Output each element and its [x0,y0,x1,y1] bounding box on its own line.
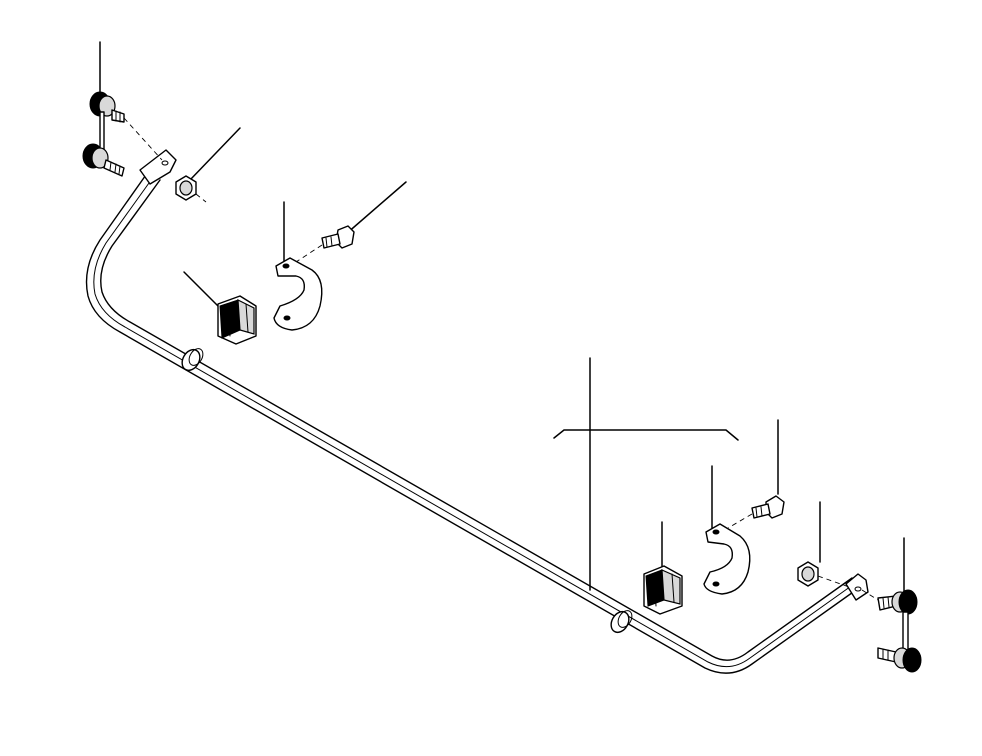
right-drop-link [877,537,922,673]
left-nut [175,127,241,201]
bar-ring-left [181,348,204,372]
right-clamp-bracket [703,465,751,595]
left-drop-link [82,41,125,177]
leader-line-left-bolt [345,181,407,235]
assembly-line-right-bolt [727,513,753,529]
left-bushing [183,271,257,345]
assembly-line-left-link [123,117,163,161]
group-leader [553,357,739,591]
left-clamp-bolt [321,181,407,249]
assembly-line-right-nut [817,575,853,589]
right-clamp-bolt [751,419,785,519]
leader-line-left-bushing [183,271,223,311]
bar-ring-right [610,610,633,634]
assembly-line-right-link [861,589,879,601]
assembly-line-left-nut [195,193,207,203]
bar-right-end [845,573,869,601]
right-nut [797,501,821,587]
stabilizer-bar [85,171,857,674]
leader-line-left-nut [189,127,241,181]
bar-left-end [139,149,177,185]
left-clamp-bracket [273,201,323,331]
assembly-line-left-bolt [295,244,323,263]
group-bracket-line [553,429,739,441]
right-bushing [643,521,683,615]
